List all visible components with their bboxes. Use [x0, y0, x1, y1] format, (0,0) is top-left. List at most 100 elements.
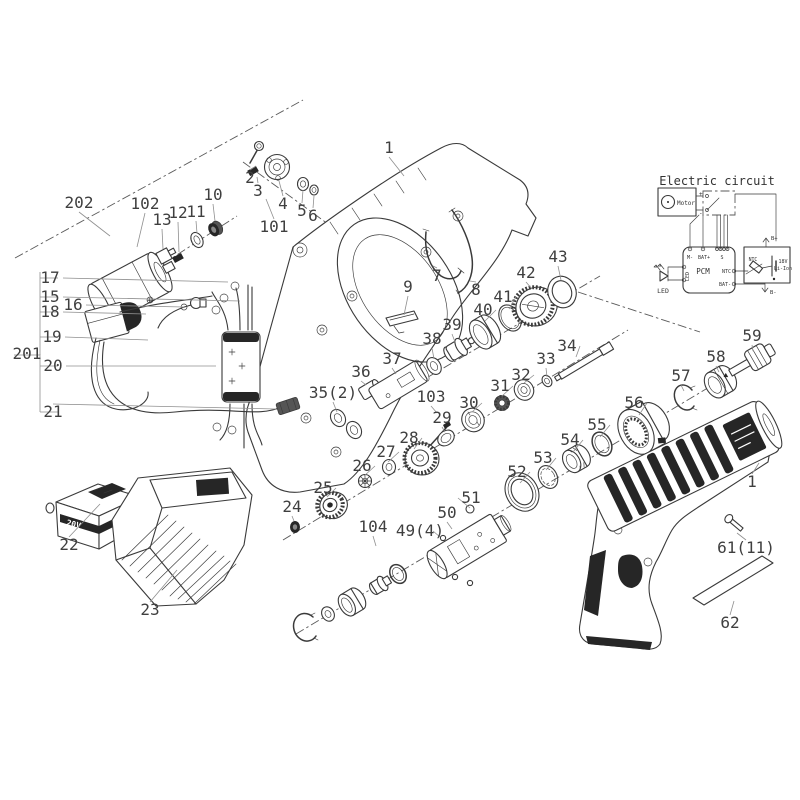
- terminal-ntc: NTC: [722, 269, 731, 275]
- led-label: LED: [657, 287, 669, 295]
- wireform-8-feet: [448, 207, 461, 297]
- leader-line-4: [278, 180, 284, 197]
- part-45-washer: [321, 606, 335, 622]
- part-label-50-49: 50: [437, 503, 456, 522]
- part-label-23-25: 23: [140, 600, 159, 619]
- pcm-wire-dn-2: [243, 403, 263, 449]
- led-lamp: [157, 296, 207, 329]
- leader-line-12: [177, 221, 180, 253]
- wireform-7-feet: [422, 228, 465, 274]
- wire-forms: [422, 207, 474, 297]
- part-label-38-29: 38: [422, 329, 441, 348]
- leader-line-49(4): [432, 530, 441, 538]
- part-48-oring: [389, 563, 407, 585]
- leader-line-34: [575, 345, 581, 358]
- leader-line-27: [387, 451, 400, 463]
- leader-line-101: [265, 198, 275, 220]
- leader-line-29: [441, 426, 446, 433]
- part-12-screw: [172, 253, 184, 263]
- link-axis: [577, 291, 701, 333]
- part-26-star-washer: [357, 473, 373, 489]
- leader-line-19: [64, 336, 149, 341]
- part-label-39-30: 39: [442, 315, 461, 334]
- switch-assembly: [84, 295, 301, 415]
- circuit-switch: [702, 190, 736, 216]
- part-label-12-3: 12: [168, 203, 187, 222]
- leader-line-202: [78, 211, 111, 237]
- part-label-42-33: 42: [516, 263, 535, 282]
- leader-line-24: [291, 515, 295, 522]
- part-34-shaft: [554, 341, 615, 382]
- part-8-wireform: [451, 209, 474, 294]
- part-label-13-2: 13: [152, 210, 171, 229]
- part-label-103-35: 103: [417, 387, 446, 406]
- part-33-washer: [541, 374, 553, 388]
- part-label-104-47: 104: [359, 517, 388, 536]
- part-35-washers: [329, 408, 363, 440]
- leader-line-104: [372, 535, 377, 547]
- part-7-wireform: [424, 231, 462, 280]
- part-label-41-32: 41: [493, 287, 512, 306]
- leader-line-11: [195, 220, 198, 234]
- part-label-56-55: 56: [624, 393, 643, 412]
- part-label-59-58: 59: [742, 326, 761, 345]
- part-label-52-51: 52: [507, 462, 526, 481]
- part-56-clutch-ring: [617, 400, 670, 455]
- part-label-28-42: 28: [399, 428, 418, 447]
- part-50-spindle: [426, 513, 512, 580]
- part-label-18-19: 18: [40, 302, 59, 321]
- wire-connector: [275, 397, 301, 415]
- part-label-201-21: 201: [13, 344, 42, 363]
- part-57-snap-ring: [673, 384, 698, 411]
- gear-train-upper: [329, 275, 577, 440]
- motor-label: Motor: [677, 200, 695, 207]
- leader-line-6: [312, 195, 315, 209]
- battery-chem-text: Li-Ion: [774, 266, 792, 272]
- part-label-30-40: 30: [459, 393, 478, 412]
- part-label-49(4)-48: 49(4): [396, 521, 444, 540]
- striker-group-101: [247, 140, 319, 196]
- part-label-20-22: 20: [43, 356, 62, 375]
- leader-line-30: [471, 402, 483, 413]
- group-201-bracket: [14, 272, 58, 413]
- part-label-33-37: 33: [536, 349, 555, 368]
- leader-line-7: [432, 265, 438, 269]
- leader-line-18: [62, 311, 147, 315]
- leader-line-62: [729, 600, 735, 616]
- pcm-wire-up-3: [247, 284, 253, 331]
- part-6-washer: [309, 184, 319, 196]
- electric-circuit: Electric circuit Motor + - PCM M- BAT+: [653, 174, 792, 296]
- part-label-4-8: 4: [278, 194, 288, 213]
- circuit-pcm: PCM M- BAT+ S LED NTC BAT-: [681, 246, 737, 294]
- leader-line-1: [751, 462, 760, 475]
- leader-line-56: [638, 402, 648, 416]
- circuit-led: LED: [653, 263, 685, 295]
- leader-line-16: [85, 304, 185, 308]
- leader-line-25: [326, 487, 337, 498]
- motor-plus: +: [699, 191, 703, 198]
- leader-line-40: [484, 309, 497, 322]
- part-label-1-59: 1: [747, 472, 757, 491]
- part-53-wave-washer: [537, 465, 559, 489]
- ntc-label: NTC: [749, 257, 758, 263]
- motor-switch-wires: [695, 195, 704, 211]
- leader-line-32: [523, 374, 535, 384]
- part-55-oring: [591, 431, 613, 457]
- leader-line-57: [680, 384, 685, 392]
- part-13-pinion: [155, 247, 177, 265]
- part-label-11-4: 11: [186, 202, 205, 221]
- leader-line-26: [363, 465, 376, 477]
- leader-line-23: [149, 569, 178, 603]
- part-label-21-23: 21: [43, 402, 62, 421]
- part-label-16-18: 16: [63, 295, 82, 314]
- part-label-35(2)-26: 35(2): [309, 383, 357, 402]
- switch-wire-2: [102, 341, 282, 414]
- pcm-wire-up-1: [211, 291, 229, 331]
- part-43-bearing-ring: [547, 275, 577, 309]
- charger: [111, 467, 253, 607]
- motor-plus-mark: +: [147, 296, 153, 306]
- part-39-piston: [443, 337, 475, 362]
- part-61-screw: [724, 513, 744, 532]
- part-label-53-52: 53: [533, 448, 552, 467]
